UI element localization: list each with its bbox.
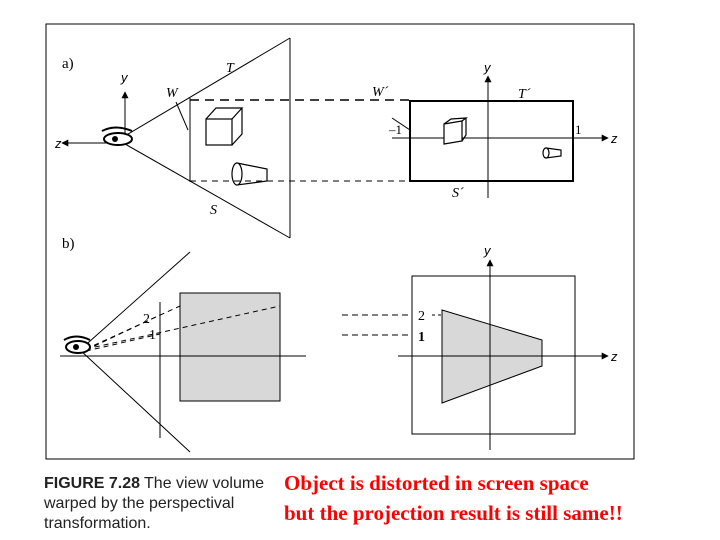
label-one-left: 1 [149, 328, 156, 343]
label-S: S [210, 203, 217, 218]
label-one: 1 [575, 122, 582, 137]
label-two-left: 2 [143, 312, 150, 327]
label-W-prime: W´ [372, 85, 389, 100]
panel-a-right-view: y z W´ T´ S´ –1 1 [372, 60, 618, 201]
label-S-prime: S´ [452, 186, 464, 201]
figure-frame [45, 23, 635, 460]
label-W: W [166, 86, 179, 101]
label-y: y [120, 70, 129, 85]
label-z-right: z [610, 131, 618, 146]
eye-icon-b [63, 335, 91, 354]
label-neg-one: –1 [388, 122, 402, 137]
label-z-b-right: z [610, 349, 618, 364]
annotation-note: Object is distorted in screen space but … [284, 468, 714, 528]
panel-b-label: b) [62, 236, 75, 252]
label-one-right: 1 [418, 330, 425, 345]
panel-b-left-view: 2 1 [60, 251, 306, 453]
label-y-b-right: y [483, 243, 492, 258]
eye-icon [101, 126, 133, 146]
label-T-prime: T´ [518, 87, 531, 102]
label-two-right: 2 [418, 309, 425, 324]
distorted-cube-object [443, 117, 468, 145]
label-T: T [226, 61, 235, 76]
object-rect [179, 292, 281, 402]
label-z: z [54, 136, 62, 151]
panel-a-left-view: y z W T S [54, 37, 291, 239]
note-line-1: Object is distorted in screen space [284, 471, 589, 495]
distorted-cone-object [542, 147, 562, 159]
cube-object [205, 107, 244, 146]
note-line-2: but the projection result is still same!… [284, 501, 623, 525]
cone-object [231, 162, 268, 186]
label-y-right: y [483, 60, 492, 75]
panel-a-label: a) [62, 56, 74, 72]
figure-caption-text: The view volume warped by the perspectiv… [44, 475, 265, 532]
figure-number: FIGURE 7.28 [44, 475, 141, 492]
panel-b-right-view: y z 2 1 [398, 243, 618, 450]
